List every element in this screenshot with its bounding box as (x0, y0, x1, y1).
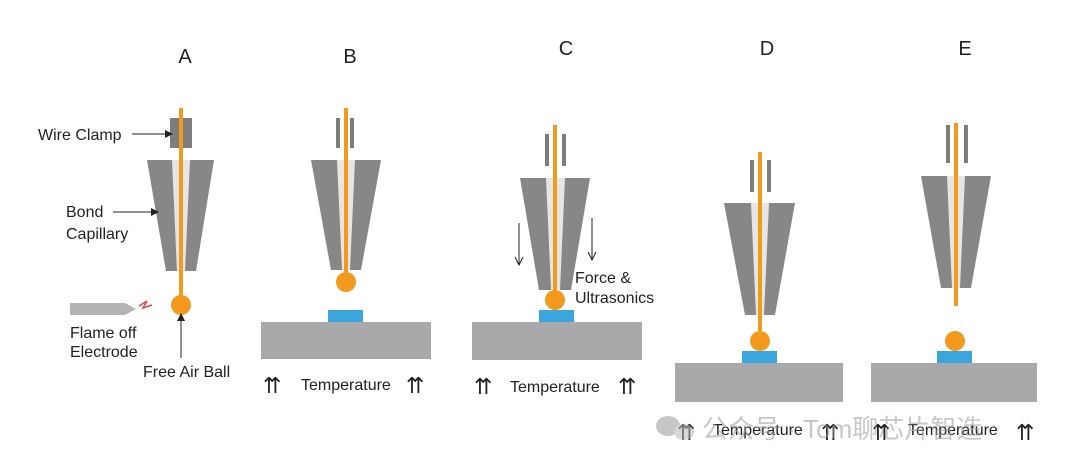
heat-arrows-icon: ⇈ (872, 420, 890, 445)
substrate-c (472, 322, 642, 360)
temperature-label-b: Temperature (301, 377, 391, 394)
heat-arrows-icon: ⇈ (1016, 420, 1034, 445)
stage-label-d: D (760, 38, 774, 60)
heat-arrows-icon: ⇈ (263, 373, 281, 398)
bond-pad-c (539, 310, 574, 323)
wire-clamp-c (545, 134, 549, 166)
bond-label: Bond (66, 204, 103, 221)
free-air-ball-label: Free Air Ball (143, 364, 230, 381)
wire-clamp-e-2 (964, 125, 968, 163)
capillary-label: Capillary (66, 226, 128, 243)
stage-b: ⇈ Temperature ⇈ (261, 108, 431, 398)
wire-clamp-d (750, 160, 754, 192)
ultrasonics-label: Ultrasonics (575, 290, 654, 307)
wire-clamp-label: Wire Clamp (38, 127, 122, 144)
substrate-d (675, 363, 843, 402)
spark-icon (138, 300, 153, 310)
bond-pad-d (742, 351, 777, 364)
wechat-icon (674, 424, 694, 440)
flame-off-label: Flame off (70, 325, 137, 342)
wire-clamp-b (336, 118, 340, 148)
flame-off-electrode (70, 303, 136, 315)
stage-c: Force & Ultrasonics ⇈ Temperature ⇈ (472, 125, 654, 399)
substrate-e (871, 363, 1037, 402)
temperature-label-d: Temperature (713, 422, 803, 439)
stage-label-a: A (178, 46, 192, 68)
heat-arrows-icon: ⇈ (474, 374, 492, 399)
bond-pad-b (328, 310, 363, 323)
temperature-label-c: Temperature (510, 379, 600, 396)
wire-clamp-e (946, 125, 950, 163)
substrate-b (261, 322, 431, 359)
watermark: 公众号 · Tom聊芯片智造 (656, 414, 982, 444)
wire-clamp-c-2 (562, 134, 566, 166)
stage-label-b: B (343, 46, 356, 68)
free-air-ball-b (336, 272, 356, 292)
temperature-label-e: Temperature (908, 422, 998, 439)
watermark-text: 公众号 · Tom聊芯片智造 (702, 414, 982, 444)
stage-a: Wire Clamp Bond Capillary Flame off Elec… (38, 108, 230, 381)
heat-arrows-icon: ⇈ (406, 373, 424, 398)
heat-arrows-icon: ⇈ (618, 374, 636, 399)
stage-e: ⇈ Temperature ⇈ (871, 123, 1037, 445)
stage-label-c: C (559, 38, 573, 60)
ball-bond-e (945, 331, 965, 351)
free-air-ball-c (545, 290, 565, 310)
bond-pad-e (937, 351, 972, 364)
wire-clamp-d-2 (767, 160, 771, 192)
electrode-label: Electrode (70, 344, 138, 361)
heat-arrows-icon: ⇈ (821, 420, 839, 445)
wire-clamp-b-2 (350, 118, 354, 148)
ball-bond-d (750, 331, 770, 351)
force-label: Force & (575, 270, 631, 287)
stage-label-e: E (958, 38, 971, 60)
free-air-ball-a (171, 295, 191, 315)
stage-d: ⇈ Temperature ⇈ (675, 152, 843, 445)
wechat-icon (656, 416, 680, 436)
